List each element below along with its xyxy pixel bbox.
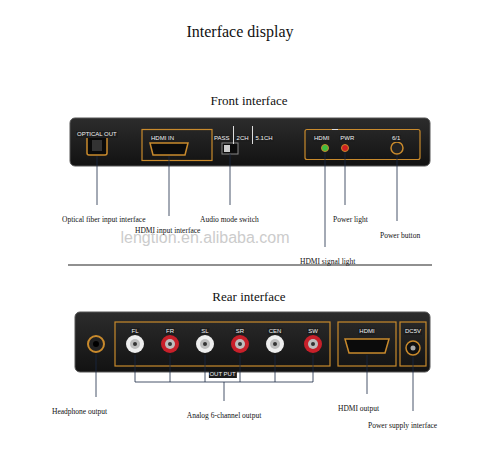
label-slot: Headphone output bbox=[52, 400, 107, 418]
label-slot: HDMI signal light bbox=[300, 250, 355, 268]
panel-label: FL bbox=[130, 328, 139, 335]
panel-label: SL bbox=[200, 328, 209, 335]
panel-label: PWR bbox=[339, 135, 355, 142]
page-title: Interface display bbox=[186, 22, 293, 41]
panel-text-slot: 6/1 bbox=[391, 126, 401, 144]
panel-text-slot: PWR bbox=[331, 126, 355, 144]
panel-label: HDMI bbox=[358, 328, 375, 335]
front-leader-lines bbox=[97, 152, 397, 247]
panel-label: HDMI IN bbox=[150, 135, 175, 142]
panel-text-slot: SW bbox=[307, 319, 319, 337]
callout-label: Audio mode switch bbox=[200, 215, 259, 224]
separator-line bbox=[68, 264, 432, 265]
label-slot: HDMI output bbox=[338, 397, 379, 415]
panel-label: SW bbox=[307, 328, 319, 335]
panel-label: 5.1CH bbox=[255, 135, 274, 142]
panel-label: DC5V bbox=[404, 328, 422, 335]
front-panel-drawing bbox=[70, 118, 430, 166]
section-heading: Rear interface bbox=[212, 289, 285, 305]
panel-text-slot: CEN bbox=[268, 319, 283, 337]
callout-label: Headphone output bbox=[52, 407, 107, 416]
label-slot: Audio mode switch bbox=[200, 208, 259, 226]
device-panel: FLFRSLSRCENSWOUT PUTHDMIDC5V bbox=[75, 312, 430, 372]
panel-text-slot: OPTICAL OUT bbox=[76, 122, 118, 140]
panel-text-slot: SR bbox=[235, 319, 245, 337]
panel-text-slot: FR bbox=[165, 319, 175, 337]
callout-label: Optical fiber input interface bbox=[62, 215, 146, 224]
panel-text-slot: HDMI bbox=[313, 126, 330, 144]
device-panel: OPTICAL OUT HDMI IN PASS 2CH 5.1CH HDMI PWR 6/1 bbox=[70, 118, 430, 166]
label-slot: Analog 6-channel output bbox=[187, 404, 262, 422]
callout-label: Power supply interface bbox=[368, 421, 437, 430]
panel-label: OPTICAL OUT bbox=[76, 131, 118, 138]
panel-text-slot: HDMI IN bbox=[150, 126, 175, 144]
panel-text-slot: PASS bbox=[213, 126, 231, 144]
panel-label: OUT PUT bbox=[208, 371, 236, 378]
panel-label: SR bbox=[235, 328, 245, 335]
panel-text-slot: 2CH bbox=[233, 126, 250, 144]
panel-label: PASS bbox=[213, 135, 231, 142]
label-slot: Rear interface bbox=[212, 287, 285, 305]
label-slot: Power light bbox=[333, 208, 368, 226]
panel-text-slot: OUT PUT bbox=[208, 362, 236, 380]
label-slot: Power supply interface bbox=[368, 414, 437, 432]
panel-text-slot: SL bbox=[200, 319, 209, 337]
panel-label: FR bbox=[165, 328, 175, 335]
panel-text-slot: FL bbox=[130, 319, 139, 337]
panel-label: 2CH bbox=[236, 135, 250, 142]
panel-label: 6/1 bbox=[391, 135, 401, 142]
label-slot: Optical fiber input interface bbox=[62, 208, 146, 226]
callout-label: Power button bbox=[380, 231, 420, 240]
callout-label: HDMI input interface bbox=[135, 226, 200, 235]
callout-label: Power light bbox=[333, 215, 368, 224]
panel-label: HDMI bbox=[313, 135, 330, 142]
rear-leader-lines bbox=[96, 354, 413, 411]
label-slot: Front interface bbox=[211, 91, 288, 109]
label-slot: Power button bbox=[380, 224, 420, 242]
panel-text-slot: HDMI bbox=[358, 319, 375, 337]
callout-label: Analog 6-channel output bbox=[187, 411, 262, 420]
panel-text-slot: 5.1CH bbox=[252, 126, 274, 144]
rear-panel-drawing bbox=[75, 312, 430, 372]
panel-text-slot: DC5V bbox=[404, 319, 422, 337]
callout-label: HDMI signal light bbox=[300, 257, 355, 266]
section-heading: Front interface bbox=[211, 93, 288, 109]
callout-label: HDMI output bbox=[338, 404, 379, 413]
title-slot: Interface display bbox=[186, 22, 293, 41]
panel-label: CEN bbox=[268, 328, 283, 335]
